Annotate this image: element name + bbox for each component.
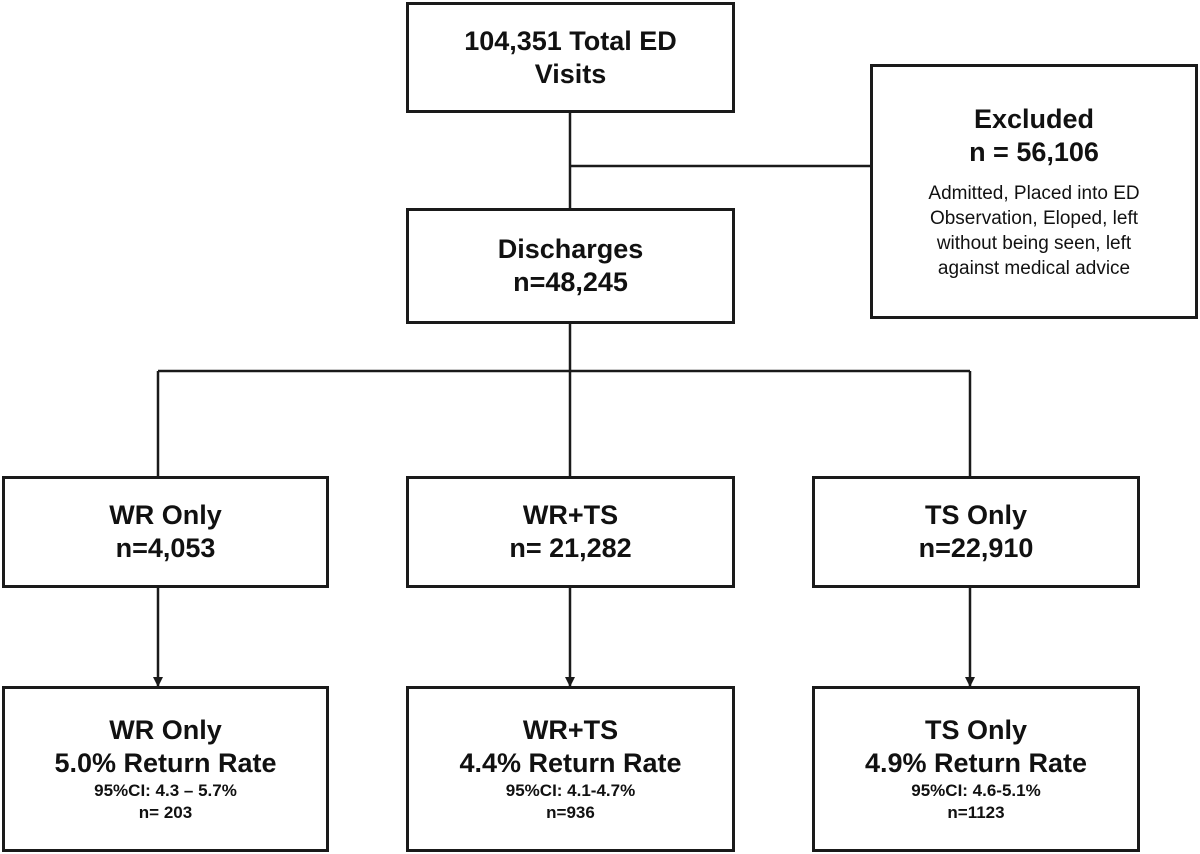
outcome-n: n=1123 <box>947 803 1005 822</box>
outcome-rate: 4.4% Return Rate <box>459 748 682 778</box>
group-box-wr-ts: WR+TS n= 21,282 <box>406 476 735 588</box>
outcome-rate: 4.9% Return Rate <box>864 748 1088 778</box>
excluded-reasons: Admitted, Placed into ED Observation, El… <box>928 181 1139 281</box>
outcome-ci: 95%CI: 4.3 – 5.7% <box>94 781 237 800</box>
group-count: n= 21,282 <box>509 533 632 563</box>
outcome-n: n= 203 <box>138 803 193 822</box>
excluded-box: Excluded n = 56,106 Admitted, Placed int… <box>870 64 1198 319</box>
excluded-reason-line: Observation, Eloped, left <box>929 207 1139 229</box>
outcome-title: WR+TS <box>522 715 619 745</box>
outcome-rate: 5.0% Return Rate <box>54 748 277 778</box>
group-count: n=4,053 <box>115 533 216 563</box>
excluded-title: Excluded <box>973 103 1095 134</box>
outcome-box-wr-ts: WR+TS 4.4% Return Rate 95%CI: 4.1-4.7% n… <box>406 686 735 852</box>
excluded-reason-line: Admitted, Placed into ED <box>928 182 1140 204</box>
outcome-title: TS Only <box>924 715 1027 745</box>
group-box-ts-only: TS Only n=22,910 <box>812 476 1140 588</box>
total-visits-line1: 104,351 Total ED <box>464 25 677 56</box>
excluded-reason-line: against medical advice <box>937 257 1131 279</box>
excluded-reason-line: without being seen, left <box>936 232 1132 254</box>
excluded-count: n = 56,106 <box>969 136 1099 167</box>
outcome-box-ts-only: TS Only 4.9% Return Rate 95%CI: 4.6-5.1%… <box>812 686 1140 852</box>
total-visits-box: 104,351 Total ED Visits <box>406 2 735 113</box>
group-title: WR Only <box>109 500 222 530</box>
outcome-ci: 95%CI: 4.6-5.1% <box>911 781 1041 800</box>
total-visits-line2: Visits <box>534 58 607 89</box>
group-title: WR+TS <box>522 500 619 530</box>
group-count: n=22,910 <box>918 533 1034 563</box>
discharges-title: Discharges <box>497 234 644 264</box>
discharges-count: n=48,245 <box>513 267 628 297</box>
outcome-title: WR Only <box>109 715 222 745</box>
group-box-wr-only: WR Only n=4,053 <box>2 476 329 588</box>
outcome-box-wr-only: WR Only 5.0% Return Rate 95%CI: 4.3 – 5.… <box>2 686 329 852</box>
outcome-ci: 95%CI: 4.1-4.7% <box>505 781 636 800</box>
discharges-box: Discharges n=48,245 <box>406 208 735 324</box>
outcome-n: n=936 <box>546 803 595 822</box>
group-title: TS Only <box>924 500 1027 530</box>
